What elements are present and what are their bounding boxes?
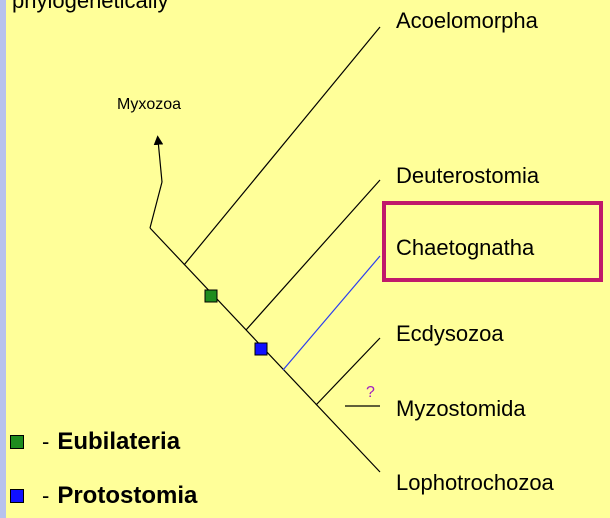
legend-label: Eubilateria <box>57 428 181 455</box>
left-edge-strip <box>0 0 6 518</box>
branch-myxozoa-arrow <box>153 135 164 183</box>
legend-dash: - <box>42 429 50 454</box>
branch-ecdysozoa <box>315 337 381 406</box>
label-myzostomida: Myzostomida <box>396 396 526 421</box>
label-myxozoa: Myxozoa <box>117 96 182 113</box>
branch-myxozoa-lower <box>149 181 163 229</box>
label-lophotrochozoa: Lophotrochozoa <box>396 470 554 495</box>
label-deuterostomia: Deuterostomia <box>396 163 540 188</box>
label-chaetognatha: Chaetognatha <box>396 235 535 260</box>
label-ecdysozoa: Ecdysozoa <box>396 321 504 346</box>
protostomia-node-marker <box>254 342 268 356</box>
chaetognatha-highlight-box <box>382 201 603 282</box>
legend-dash: - <box>42 483 50 508</box>
label-acoelomorpha: Acoelomorpha <box>396 8 538 33</box>
blue-square-icon <box>10 489 24 503</box>
legend-eubilateria: - Eubilateria <box>10 428 180 456</box>
branch-chaetognatha <box>282 255 381 371</box>
branch-deuterostomia <box>245 179 381 331</box>
green-square-icon <box>10 435 24 449</box>
cropped-header-text: phylogenetically <box>12 0 169 13</box>
legend-label: Protostomia <box>57 482 198 509</box>
uncertain-placement-mark: ? <box>366 384 375 401</box>
legend-protostomia: - Protostomia <box>10 482 197 510</box>
branch-acoelomorpha <box>183 26 381 266</box>
eubilateria-node-marker <box>204 289 218 303</box>
